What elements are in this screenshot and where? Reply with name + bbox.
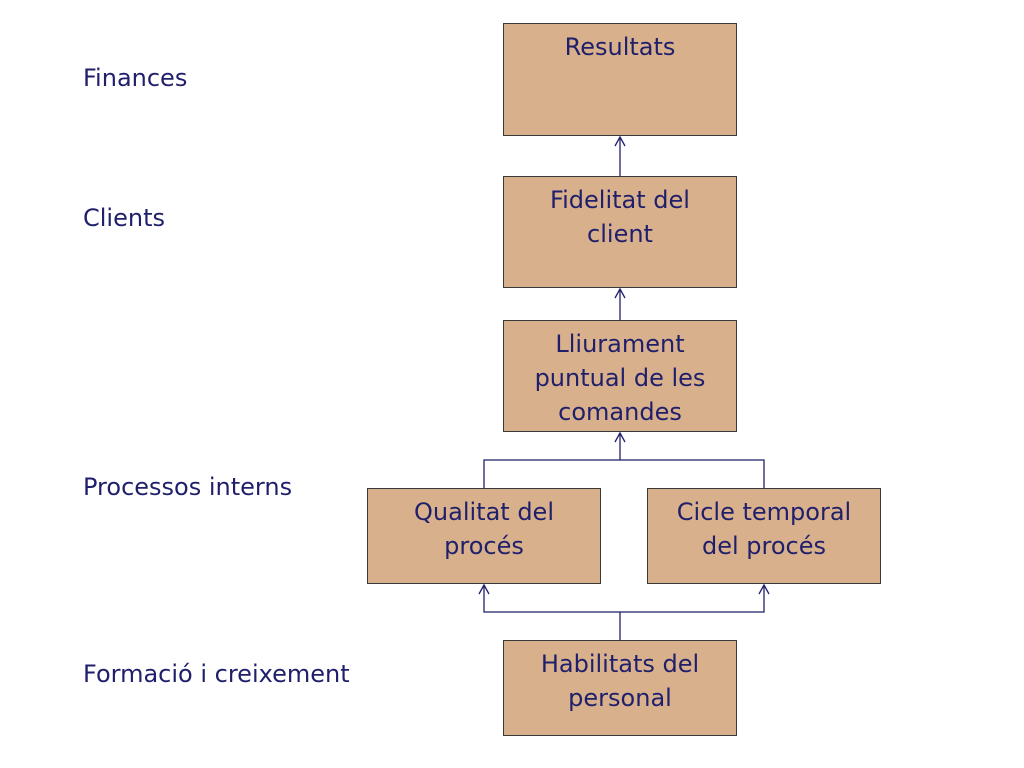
node-resultats: Resultats xyxy=(503,23,737,136)
arrowhead-qualitat xyxy=(478,583,490,595)
level-label-clients: Clients xyxy=(83,204,165,232)
node-lliurament-puntual: Lliurament puntual de les comandes xyxy=(503,320,737,432)
arrowhead-fidelitat xyxy=(614,287,626,299)
node-fidelitat-client-label: Fidelitat del client xyxy=(550,186,690,248)
arrow-habilitats-branches xyxy=(483,585,765,613)
level-label-finances: Finances xyxy=(83,64,188,92)
node-lliurament-puntual-label: Lliurament puntual de les comandes xyxy=(534,330,706,426)
arrowhead-cicle xyxy=(758,583,770,595)
node-habilitats-personal: Habilitats del personal xyxy=(503,640,737,736)
node-qualitat-proces-label: Qualitat del procés xyxy=(414,498,554,560)
arrowhead-lliurament xyxy=(614,431,626,443)
node-qualitat-proces: Qualitat del procés xyxy=(367,488,601,584)
node-resultats-label: Resultats xyxy=(564,33,676,61)
node-habilitats-personal-label: Habilitats del personal xyxy=(540,650,700,712)
level-label-formacio-creixement: Formació i creixement xyxy=(83,660,350,688)
node-cicle-temporal-label: Cicle temporal del procés xyxy=(676,498,852,560)
level-label-processos-interns: Processos interns xyxy=(83,473,293,501)
arrowhead-resultats xyxy=(614,135,626,147)
arrow-processes-to-lliurament xyxy=(483,459,765,488)
node-cicle-temporal: Cicle temporal del procés xyxy=(647,488,881,584)
node-fidelitat-client: Fidelitat del client xyxy=(503,176,737,288)
